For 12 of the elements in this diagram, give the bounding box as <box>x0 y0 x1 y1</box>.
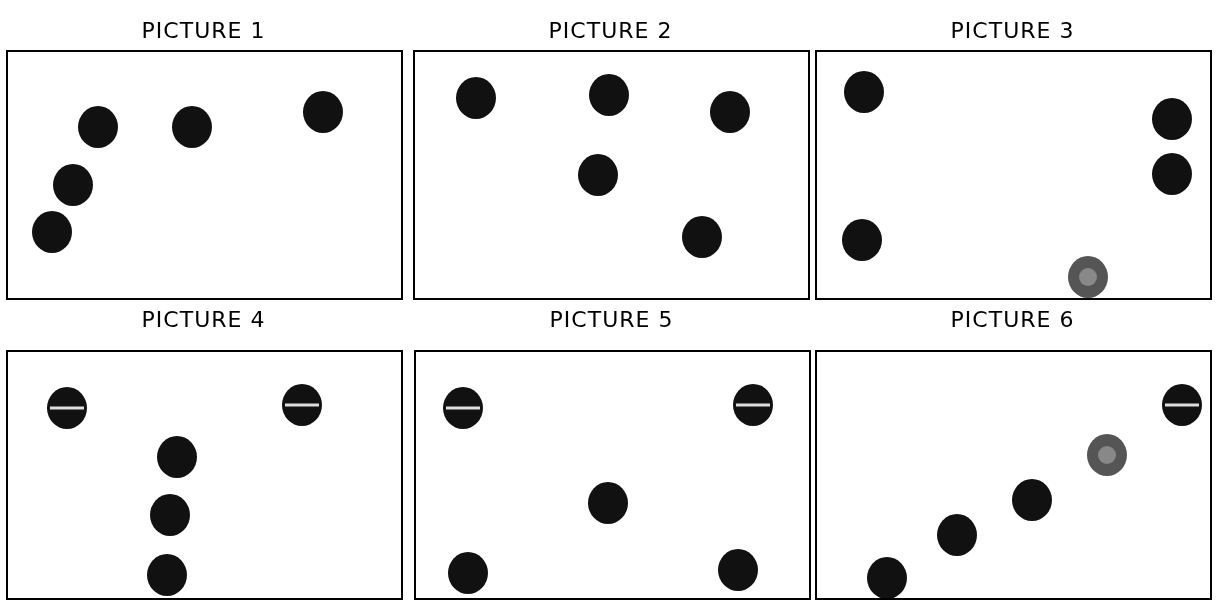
picture-frame <box>815 50 1212 300</box>
picture-frame <box>414 350 811 600</box>
picture-title: PICTURE 1 <box>140 17 267 45</box>
picture-frame <box>815 350 1212 600</box>
picture-title: PICTURE 3 <box>949 17 1076 45</box>
picture-frame <box>413 50 810 300</box>
picture-title: PICTURE 4 <box>140 306 267 334</box>
picture-title: PICTURE 6 <box>949 306 1076 334</box>
picture-title: PICTURE 2 <box>547 17 674 45</box>
picture-frame <box>6 50 403 300</box>
picture-title: PICTURE 5 <box>548 306 675 334</box>
picture-frame <box>6 350 403 600</box>
